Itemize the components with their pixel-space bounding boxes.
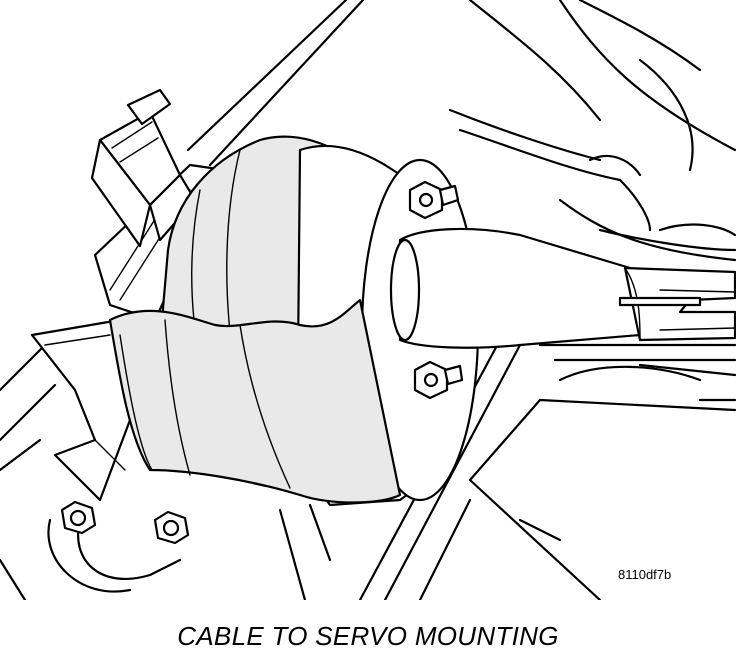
mounting-nut-upper bbox=[408, 180, 460, 220]
figure-caption: CABLE TO SERVO MOUNTING bbox=[177, 621, 559, 651]
servo-mounting-illustration bbox=[0, 0, 736, 600]
mounting-nut-lower bbox=[413, 360, 464, 400]
servo-electrical-connector bbox=[90, 88, 197, 248]
bracket-bolt-right bbox=[153, 510, 190, 545]
vehicle-frame-lines bbox=[0, 0, 736, 600]
figure-id-label: 8110df7b bbox=[618, 567, 672, 582]
bracket-bolt-left bbox=[60, 500, 97, 535]
servo-cable-sleeve bbox=[389, 227, 736, 349]
